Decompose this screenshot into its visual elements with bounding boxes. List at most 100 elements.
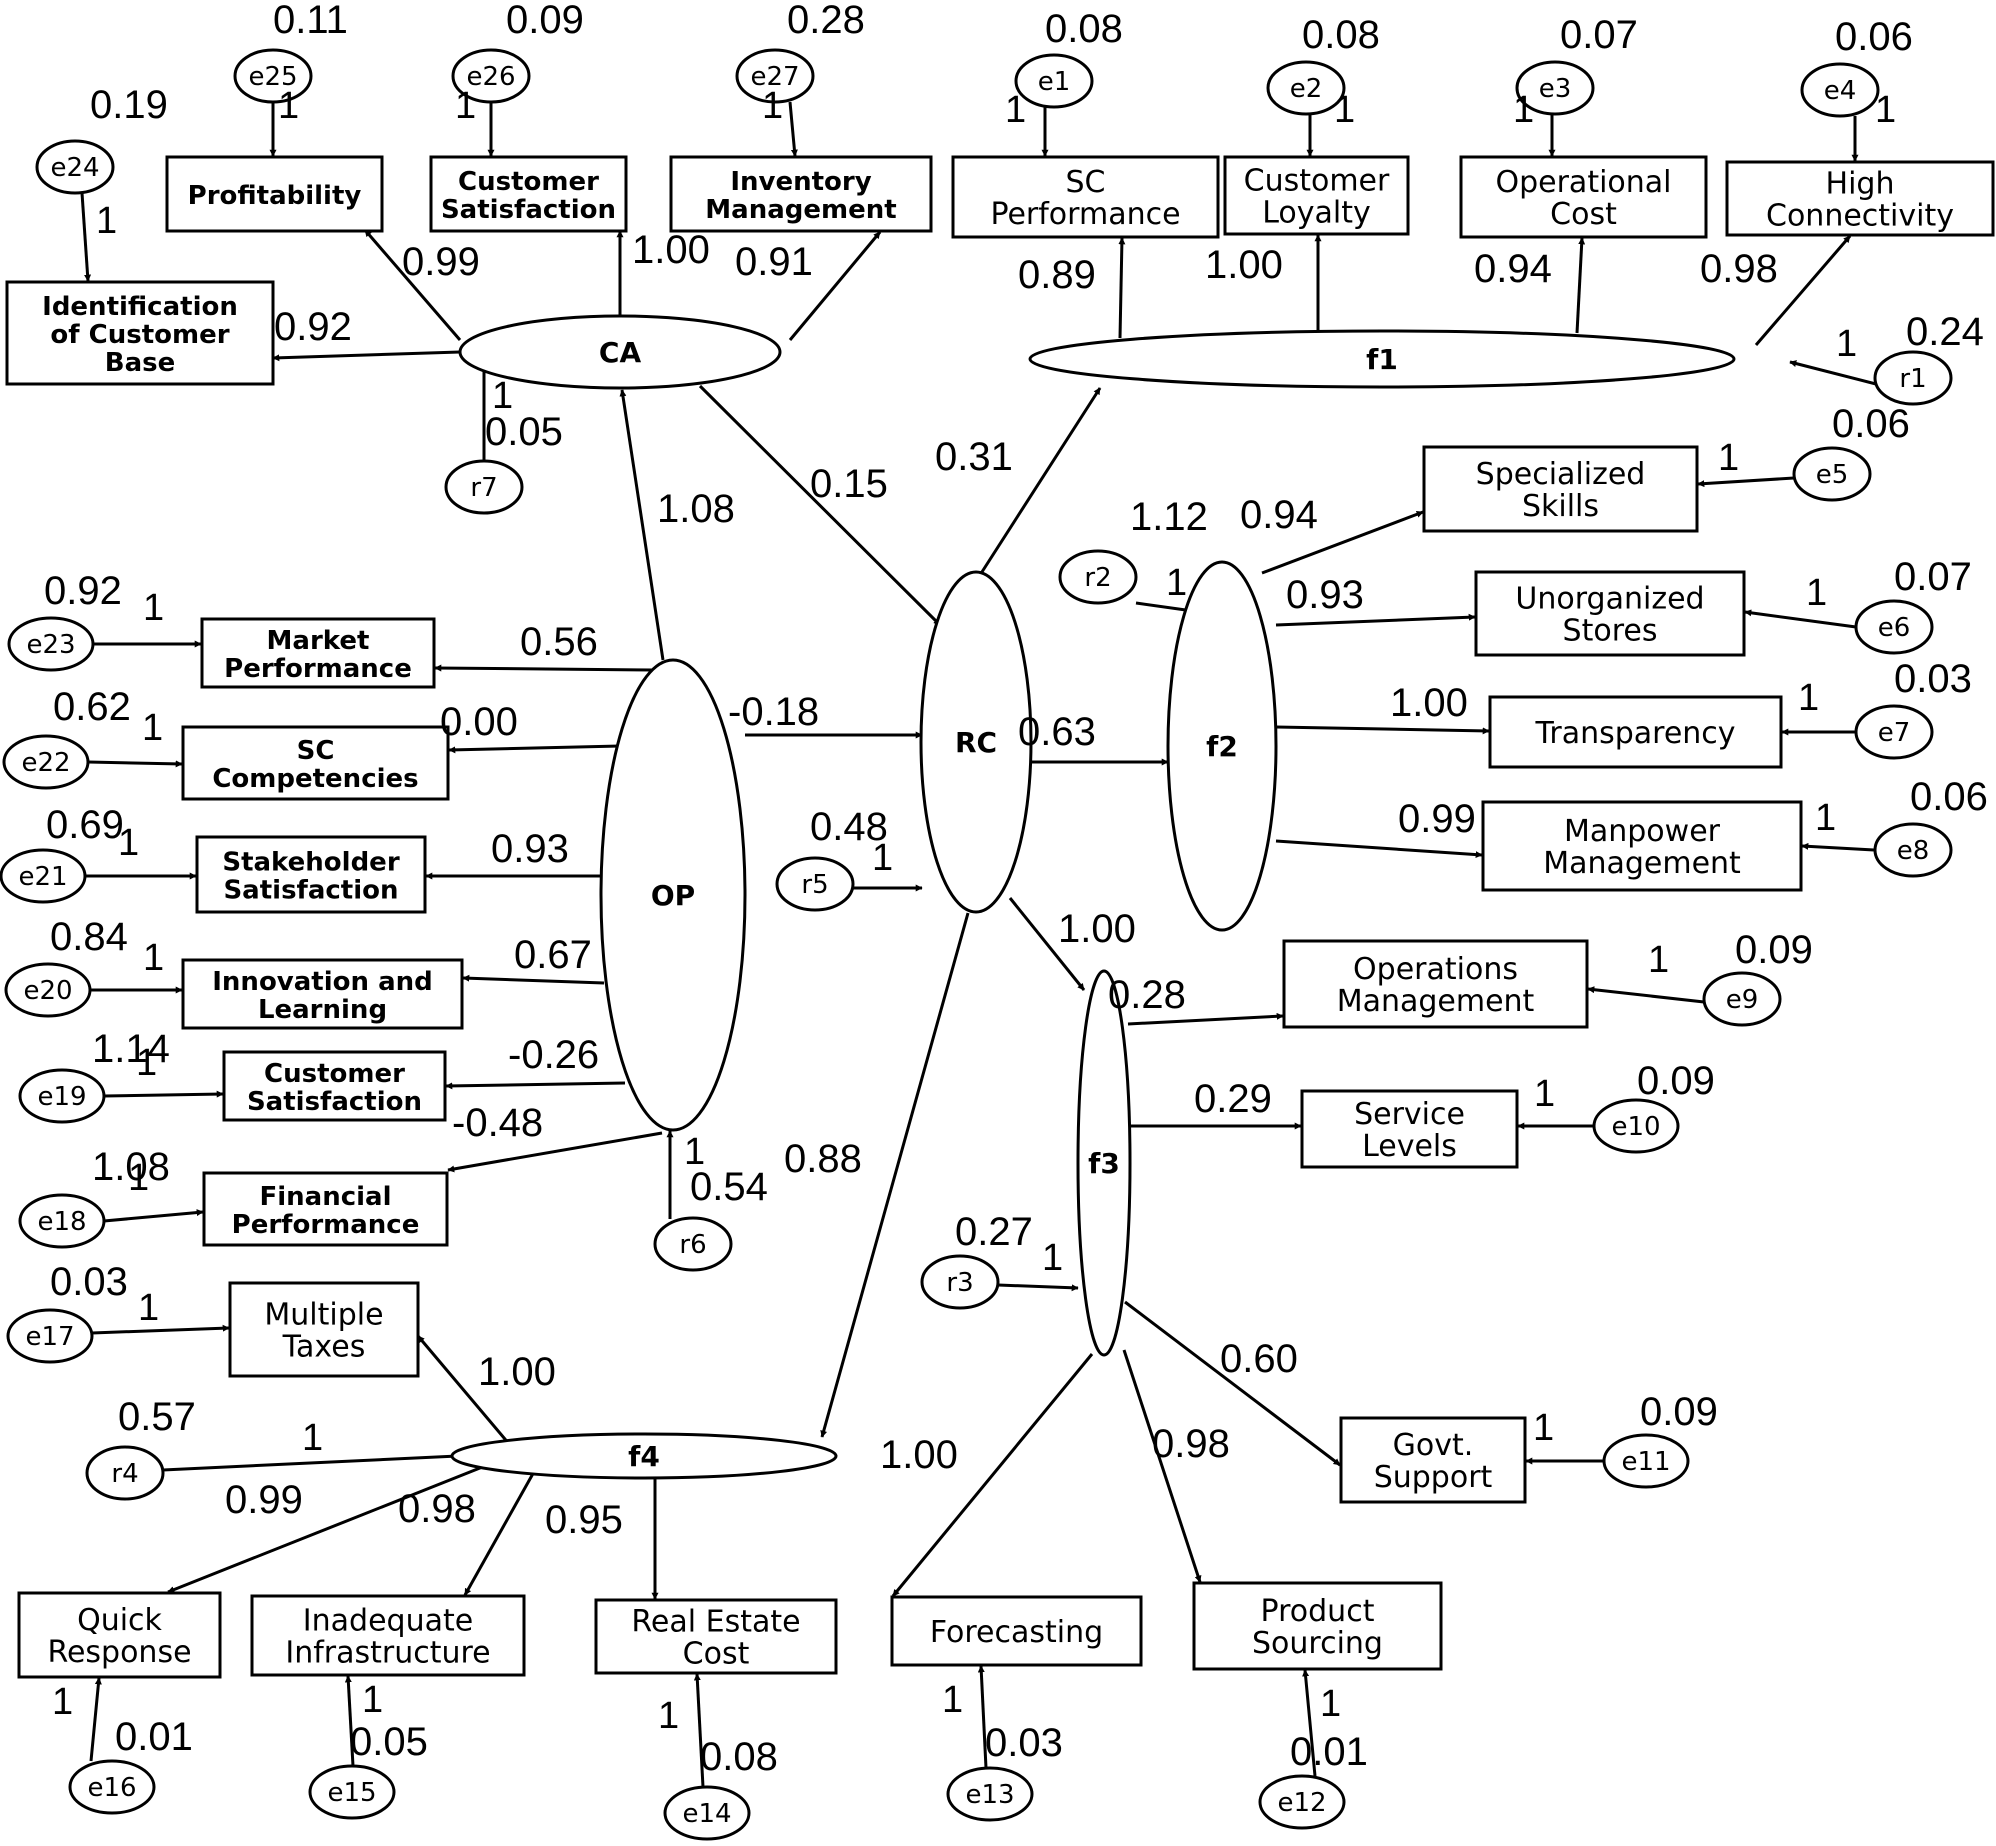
path-f2-specialized — [1261, 510, 1424, 575]
latent-label-ca: CA — [599, 336, 642, 369]
error-r2 — [1058, 549, 1138, 605]
indicator-label-market-performance: Performance — [224, 654, 412, 684]
variance-e25: 0.11 — [273, 0, 348, 42]
loading-f4-quick-response: 0.99 — [225, 1478, 303, 1522]
loading-f3-service-levels: 0.29 — [1194, 1077, 1272, 1121]
indicator-innovation-learning — [181, 958, 464, 1030]
error-label-e16: e16 — [87, 1773, 136, 1803]
indicator-label-identification-customer-base: of Customer — [50, 320, 229, 350]
variance-r2: 1.12 — [1130, 495, 1208, 539]
variance-e3: 0.07 — [1560, 13, 1638, 57]
indicator-market-performance — [200, 617, 436, 689]
variance-e27: 0.28 — [787, 0, 865, 42]
latent-label-op: OP — [651, 879, 695, 912]
fixed-one-label: 1 — [1334, 89, 1355, 131]
error-e15 — [308, 1764, 396, 1820]
fixed-one-label: 1 — [118, 822, 139, 864]
fixed-one-label: 1 — [96, 200, 117, 242]
fixed-one-label: 1 — [143, 587, 164, 629]
loading-f3-govt-support: 0.60 — [1220, 1337, 1298, 1381]
latent-f3 — [1076, 969, 1132, 1357]
error-label-r2: r2 — [1084, 563, 1111, 593]
error-label-r6: r6 — [679, 1230, 706, 1260]
path-r3-f3 — [997, 1283, 1079, 1292]
indicator-transparency — [1488, 695, 1783, 769]
fixed-one-label: 1 — [52, 1681, 73, 1723]
error-label-e5: e5 — [1816, 460, 1849, 490]
indicator-govt-support — [1339, 1416, 1527, 1504]
indicator-label-profitability: Profitability — [188, 181, 362, 211]
variance-e23: 0.92 — [44, 569, 122, 613]
fixed-one-label: 1 — [762, 85, 783, 127]
indicator-label-customer-satisfaction-op: Satisfaction — [247, 1087, 422, 1117]
indicator-label-financial-performance: Financial — [259, 1182, 391, 1212]
indicator-product-sourcing — [1192, 1581, 1443, 1671]
error-label-e10: e10 — [1611, 1112, 1660, 1142]
indicator-label-product-sourcing: Product — [1261, 1594, 1375, 1629]
path-op-financial — [447, 1131, 663, 1173]
latent-f1 — [1028, 329, 1736, 389]
variance-r6: 0.54 — [690, 1165, 768, 1209]
path-r4-f4 — [162, 1450, 501, 1472]
error-label-e6: e6 — [1878, 613, 1911, 643]
error-e22 — [2, 734, 90, 790]
fixed-one-label: 1 — [1806, 572, 1827, 614]
error-label-e4: e4 — [1824, 76, 1857, 106]
fixed-one-label: 1 — [1875, 89, 1896, 131]
fixed-one-label: 1 — [1815, 797, 1836, 839]
error-e18 — [18, 1193, 106, 1249]
indicator-label-customer-satisfaction-top: Customer — [458, 167, 599, 197]
error-label-r1: r1 — [1899, 364, 1926, 394]
variance-e6: 0.07 — [1894, 555, 1972, 599]
indicator-label-real-estate-cost: Cost — [683, 1637, 750, 1672]
indicator-forecasting — [890, 1595, 1143, 1667]
variance-r3: 0.27 — [955, 1210, 1033, 1254]
variance-e7: 0.03 — [1894, 657, 1972, 701]
indicator-label-identification-customer-base: Identification — [42, 292, 238, 322]
path-e27 — [788, 101, 798, 157]
error-e5 — [1792, 446, 1872, 502]
variance-e26: 0.09 — [506, 0, 584, 42]
error-label-e15: e15 — [327, 1778, 376, 1808]
indicator-sc-competencies — [181, 725, 450, 801]
error-e16 — [68, 1759, 156, 1815]
fixed-one-label: 1 — [1320, 1683, 1341, 1725]
loading-ca-profitability: 0.99 — [402, 240, 480, 284]
error-label-r5: r5 — [801, 870, 828, 900]
error-e14 — [663, 1785, 751, 1841]
fixed-one-label: 1 — [1166, 562, 1187, 604]
latent-f2 — [1166, 560, 1278, 932]
error-label-e3: e3 — [1539, 74, 1572, 104]
loading-op-market-performance: 0.56 — [520, 620, 598, 664]
error-label-e8: e8 — [1897, 836, 1930, 866]
variance-e22: 0.62 — [53, 685, 131, 729]
variance-r4: 0.57 — [118, 1395, 196, 1439]
path-f1-high-connectivity — [1754, 235, 1852, 346]
variance-e24: 0.19 — [90, 83, 168, 127]
error-label-e13: e13 — [965, 1780, 1014, 1810]
indicator-label-quick-response: Quick — [77, 1603, 162, 1638]
latent-label-rc: RC — [955, 726, 997, 759]
indicator-manpower-management — [1481, 800, 1803, 892]
indicator-label-inventory-management: Inventory — [730, 167, 871, 197]
path-ca-profitability — [363, 229, 462, 341]
loading-ca-identification: 0.92 — [274, 305, 352, 349]
path-rc-f1 — [978, 387, 1102, 576]
indicator-identification-customer-base — [5, 280, 275, 386]
indicator-operational-cost — [1459, 155, 1708, 239]
indicator-stakeholder-satisfaction — [195, 835, 427, 914]
fixed-one-label: 1 — [1836, 323, 1857, 365]
loading-f1-operational-cost: 0.94 — [1474, 247, 1552, 291]
fixed-one-label: 1 — [1513, 89, 1534, 131]
path-f4-quick-response — [167, 1462, 491, 1594]
fixed-one-label: 1 — [455, 85, 476, 127]
variance-e16: 0.01 — [115, 1715, 193, 1759]
variance-e11: 0.09 — [1640, 1390, 1718, 1434]
error-label-e14: e14 — [682, 1799, 731, 1829]
error-e17 — [6, 1308, 94, 1364]
path-e13 — [977, 1665, 988, 1769]
structural-ca-rc: 0.15 — [810, 462, 888, 506]
variance-r7: 0.05 — [485, 410, 563, 454]
indicator-label-sc-competencies: SC — [297, 736, 335, 766]
indicator-operations-management — [1282, 939, 1589, 1029]
